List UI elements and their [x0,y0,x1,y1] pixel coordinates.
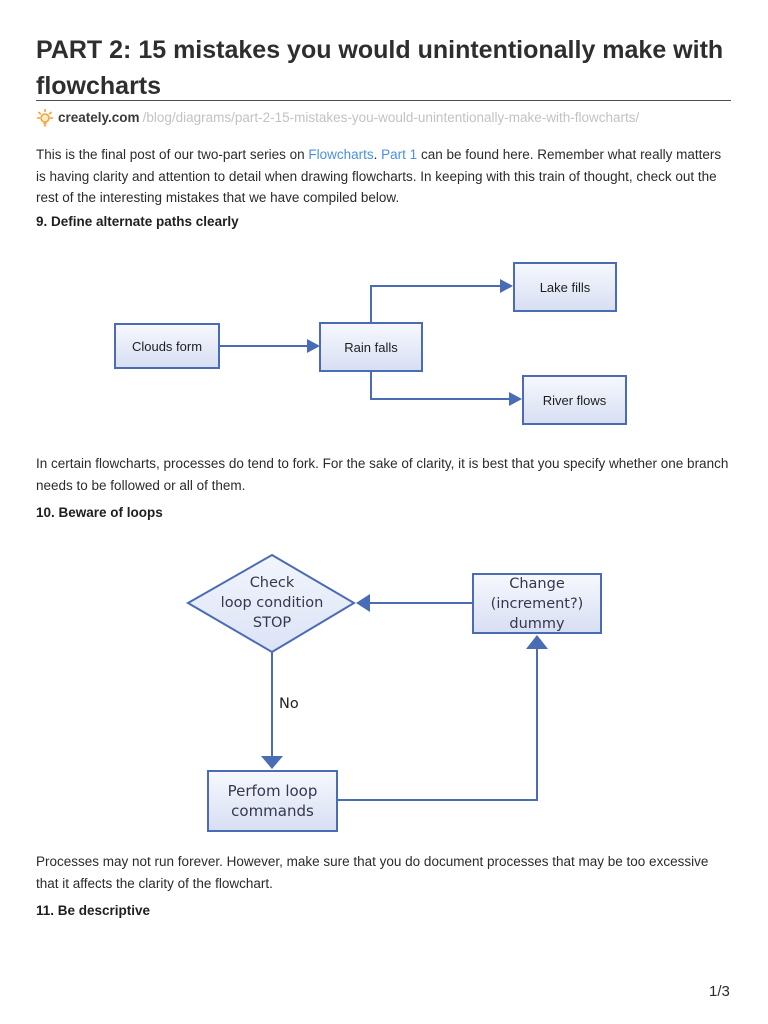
node-clouds-form: Clouds form [114,323,220,369]
intro-text-pre: This is the final post of our two-part s… [36,147,309,162]
node-lake-fills: Lake fills [513,262,617,312]
section-10-paragraph: Processes may not run forever. However, … [36,854,709,891]
section-9-heading: 9. Define alternate paths clearly [36,214,239,229]
node-river-flows: River flows [522,375,627,425]
source-path: /blog/diagrams/part-2-15-mistakes-you-wo… [142,109,640,125]
flowchart-2-connectors [186,553,548,801]
source-site: creately.com [58,109,140,125]
part-1-link[interactable]: Part 1 [381,147,418,162]
intro-text-mid: . [373,147,382,162]
section-10-heading: 10. Beware of loops [36,505,163,520]
node-check-loop-condition: Check loop condition STOP [220,575,324,631]
flowchart-alternate-paths: Clouds form Rain falls Lake fills River … [36,255,732,435]
flowchart-1-connectors [220,279,522,406]
flowchart-loops: Check loop condition STOP Change (increm… [36,550,732,840]
no-branch-label: No [279,696,299,712]
section-9-paragraph: In certain flowcharts, processes do tend… [36,456,729,493]
section-11-heading: 11. Be descriptive [36,903,151,918]
title-divider [36,100,731,101]
page-title: PART 2: 15 mistakes you would unintentio… [36,36,724,100]
node-change-increment-dummy: Change (increment?) dummy [472,573,602,634]
page-number: 1/3 [709,983,730,1000]
intro-text-post: can be found here. Remember what really … [36,147,722,205]
lightbulb-icon [36,108,54,127]
source-line: creately.com /blog/diagrams/part-2-15-mi… [36,107,639,127]
flowcharts-link[interactable]: Flowcharts [308,147,374,162]
node-rain-falls: Rain falls [319,322,423,372]
intro-paragraph: This is the final post of our two-part s… [36,144,734,209]
node-perform-loop-commands: Perfom loop commands [207,770,338,832]
